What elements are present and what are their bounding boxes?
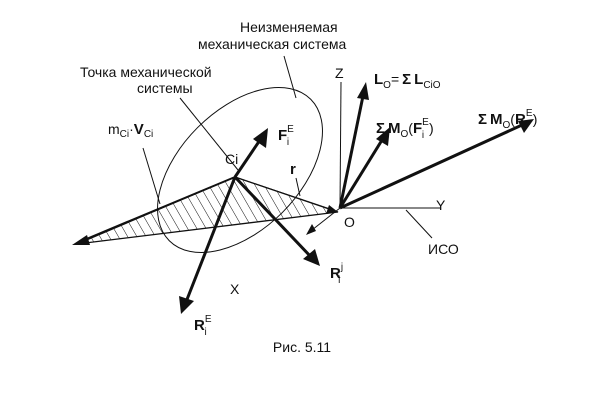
- label-Z: Z: [335, 65, 344, 81]
- radius-vector-arrowhead: [326, 205, 338, 214]
- label-iso: ИСО: [428, 241, 459, 257]
- label-r: r: [290, 161, 296, 178]
- leader-system: [283, 55, 297, 99]
- arrow-sumMoF: [338, 139, 384, 209]
- arrow-mV-head: [72, 235, 90, 245]
- arrow-mV: [83, 176, 236, 241]
- arrow-RiE: [184, 176, 237, 303]
- arrow-sumMoR: [339, 123, 523, 210]
- axis-z: [339, 81, 342, 209]
- arrow-FiE: [233, 139, 262, 178]
- arrow-Rij-head: [303, 249, 320, 266]
- arrow-Lo: [338, 95, 365, 209]
- arrow-sumMoF-head: [376, 127, 390, 146]
- hatched-triangle: [76, 176, 339, 245]
- label-system-1: Неизменяемая: [240, 19, 338, 35]
- label-O: O: [344, 214, 355, 230]
- arrow-sumMoR-head: [518, 119, 534, 133]
- label-system-2: механическая система: [198, 36, 347, 52]
- arrow-FiE-head: [253, 128, 268, 148]
- arrow-RiE-head: [179, 296, 194, 314]
- label-Y: Y: [436, 197, 446, 213]
- figure-caption: Рис. 5.11: [273, 339, 331, 355]
- leader-mv: [142, 147, 161, 205]
- arrow-Lo-head: [357, 82, 369, 100]
- arrow-Rij: [233, 175, 314, 260]
- leader-iso: [405, 209, 433, 239]
- radius-vector-line: [234, 176, 331, 210]
- label-Ci: Ci: [225, 151, 238, 167]
- axis-x-arrowhead: [306, 224, 316, 235]
- label-point-2: системы: [137, 80, 193, 96]
- leader-point: [179, 97, 239, 171]
- label-point-1: Точка механической: [80, 64, 212, 80]
- label-X: X: [230, 281, 240, 297]
- leader-r: [295, 177, 301, 197]
- label-m-v: mCi·VCi: [108, 121, 153, 140]
